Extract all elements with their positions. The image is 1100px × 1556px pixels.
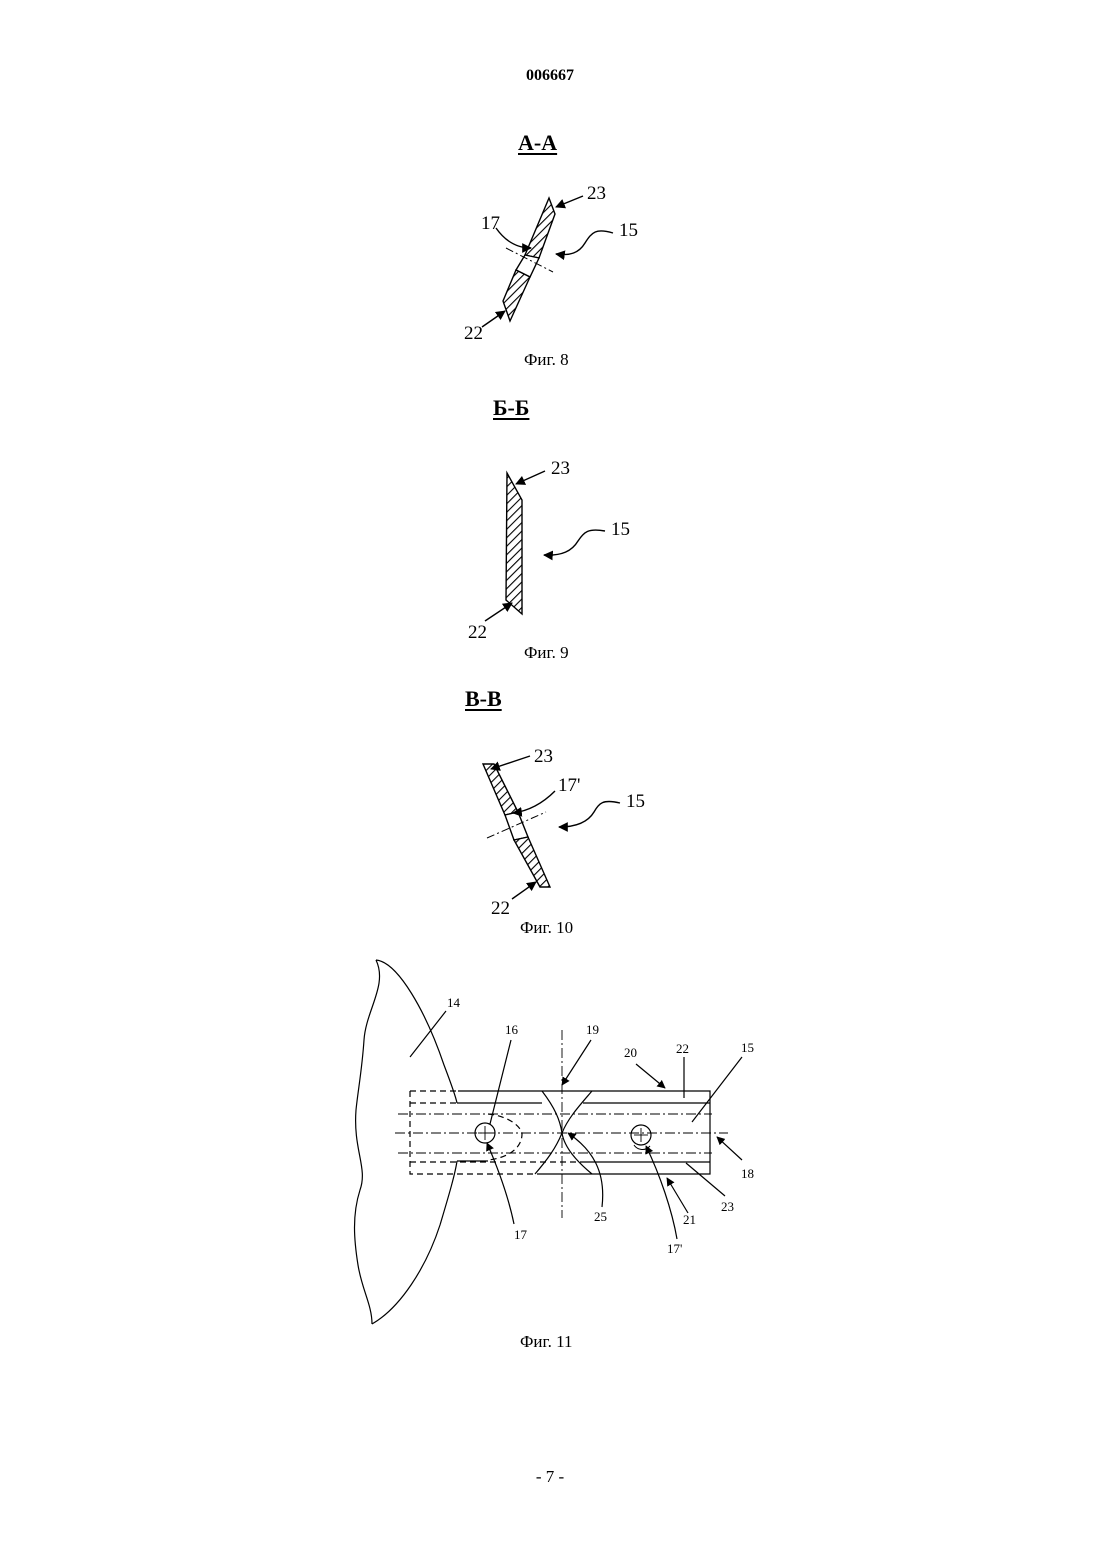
- fig11-label-18: 18: [741, 1166, 754, 1181]
- fig11-hole-17-center: [478, 1126, 492, 1140]
- fig10-leader-15: [559, 801, 620, 827]
- fig11-label-22: 22: [676, 1041, 689, 1056]
- fig10-label-22: 22: [491, 898, 510, 919]
- fig10-label-15: 15: [626, 791, 645, 812]
- fig10-label-17p: 17': [558, 775, 580, 796]
- fig9-label-22: 22: [468, 622, 487, 643]
- fig9-leader-23: [516, 471, 545, 484]
- fig11-hole-17p-center: [634, 1128, 648, 1142]
- fig11-label-20: 20: [624, 1045, 637, 1060]
- fig11-leader-17p: [646, 1146, 677, 1239]
- fig11-leader-25: [568, 1133, 603, 1207]
- fig11-leader-18: [717, 1137, 742, 1160]
- fig8-leader-15: [556, 231, 613, 255]
- fig10-leader-17p: [513, 791, 555, 813]
- fig11-drawing: [355, 960, 743, 1324]
- fig9-leader-15: [544, 530, 605, 555]
- fig10-leader-23: [491, 756, 530, 769]
- fig9-drawing: [485, 471, 605, 621]
- fig10-drawing: [483, 756, 620, 899]
- fig8-drawing: [482, 196, 613, 327]
- fig10-upper-section: [483, 764, 518, 815]
- fig8-leader-17: [496, 228, 531, 248]
- fig11-label-17p: 17': [667, 1241, 682, 1256]
- fig8-leader-23: [556, 196, 583, 207]
- fig9-label-15: 15: [611, 519, 630, 540]
- fig9-leader-22: [485, 603, 512, 621]
- fig11-leader-17: [487, 1143, 514, 1224]
- fig10-leader-22: [512, 882, 536, 899]
- fig8-leader-22: [482, 311, 505, 327]
- fig10-hole: [505, 812, 528, 840]
- fig8-label-15: 15: [619, 220, 638, 241]
- fig11-label-19: 19: [586, 1022, 599, 1037]
- fig11-leader-20: [636, 1064, 665, 1088]
- fig8-label-23: 23: [587, 183, 606, 204]
- fig8-label-22: 22: [464, 323, 483, 344]
- fig11-leader-23: [686, 1163, 725, 1196]
- fig11-leader-16: [490, 1040, 511, 1124]
- fig8-lower-section: [503, 270, 530, 321]
- fig11-center-lines: [395, 1030, 728, 1218]
- fig11-body-14-outline: [355, 960, 543, 1324]
- fig8-upper-section: [525, 198, 555, 258]
- fig11-leader-14: [410, 1011, 446, 1057]
- fig11-label-14: 14: [447, 995, 461, 1010]
- fig9-label-23: 23: [551, 458, 570, 479]
- fig11-label-17: 17: [514, 1227, 528, 1242]
- fig11-label-16: 16: [505, 1022, 519, 1037]
- fig11-label-15: 15: [741, 1040, 754, 1055]
- fig8-label-17: 17: [481, 213, 500, 234]
- fig11-label-25: 25: [594, 1209, 607, 1224]
- fig10-label-23: 23: [534, 746, 553, 767]
- fig11-leader-15: [692, 1057, 742, 1122]
- fig11-label-23: 23: [721, 1199, 734, 1214]
- fig9-section: [506, 473, 522, 614]
- fig11-label-21: 21: [683, 1212, 696, 1227]
- fig10-lower-section: [514, 837, 550, 887]
- fig11-leader-19: [562, 1040, 591, 1085]
